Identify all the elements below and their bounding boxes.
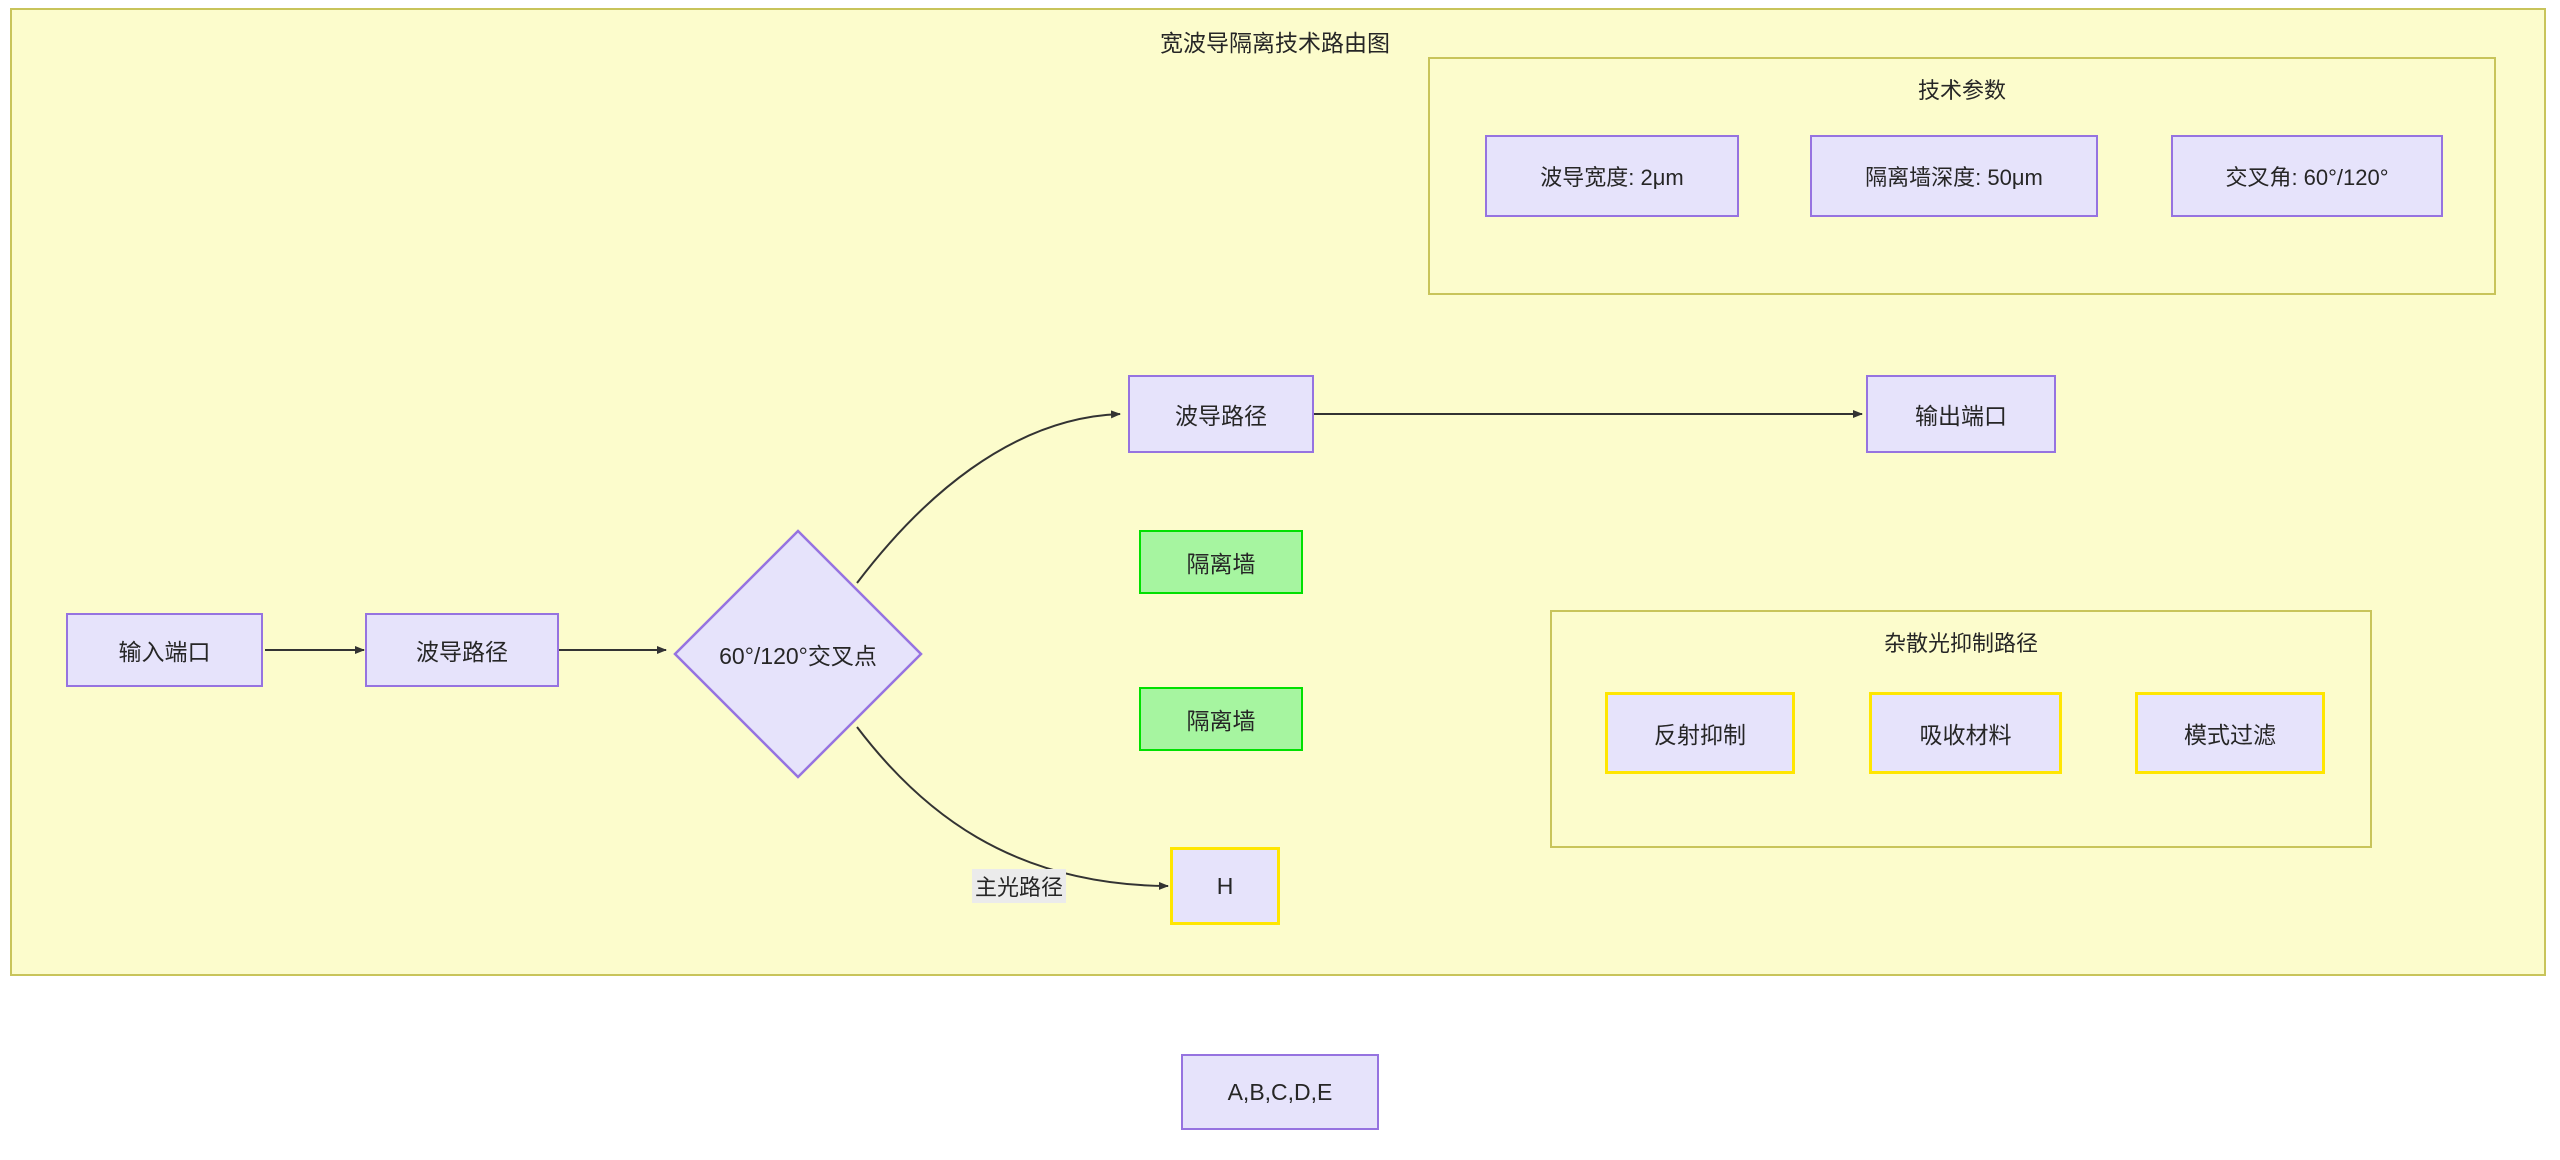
tech-param-waveguide-width[interactable]: 波导宽度: 2μm (1485, 135, 1739, 217)
node-waveguide-top-label: 波导路径 (1175, 403, 1267, 429)
tech-param-wall-depth-label: 隔离墙深度: 50μm (1865, 165, 2043, 190)
node-output-port[interactable]: 输出端口 (1866, 375, 2056, 453)
stray-light-mode-filtering[interactable]: 模式过滤 (2135, 692, 2325, 774)
tech-param-cross-angle[interactable]: 交叉角: 60°/120° (2171, 135, 2443, 217)
stray-light-absorbing-material[interactable]: 吸收材料 (1869, 692, 2062, 774)
node-legend-abcde-label: A,B,C,D,E (1227, 1078, 1333, 1105)
stray-light-reflection-suppression[interactable]: 反射抑制 (1605, 692, 1795, 774)
node-waveguide-left-label: 波导路径 (416, 639, 508, 665)
tech-param-wall-depth[interactable]: 隔离墙深度: 50μm (1810, 135, 2098, 217)
node-isolation-wall-2-label: 隔离墙 (1186, 708, 1256, 734)
edge-label-main-optical-path: 主光路径 (972, 869, 1067, 903)
node-legend-abcde[interactable]: A,B,C,D,E (1181, 1054, 1379, 1130)
node-isolation-wall-1-label: 隔离墙 (1186, 551, 1256, 577)
stray-light-title: 杂散光抑制路径 (1883, 631, 2038, 656)
stray-light-absorbing-material-label: 吸收材料 (1919, 722, 2012, 748)
node-input-port-label: 输入端口 (118, 639, 211, 665)
stray-light-mode-filtering-label: 模式过滤 (2184, 722, 2276, 748)
tech-param-cross-angle-label: 交叉角: 60°/120° (2225, 165, 2389, 190)
tech-param-waveguide-width-label: 波导宽度: 2μm (1540, 165, 1684, 190)
node-h-label: H (1216, 872, 1234, 899)
stray-light-reflection-suppression-label: 反射抑制 (1654, 722, 1746, 748)
node-isolation-wall-2[interactable]: 隔离墙 (1139, 687, 1303, 751)
diagram-title: 宽波导隔离技术路由图 (1160, 30, 1390, 56)
node-waveguide-left[interactable]: 波导路径 (365, 613, 559, 687)
node-input-port[interactable]: 输入端口 (66, 613, 263, 687)
node-output-port-label: 输出端口 (1915, 403, 2007, 429)
node-waveguide-top[interactable]: 波导路径 (1128, 375, 1314, 453)
node-crossing-point[interactable]: 60°/120°交叉点 (672, 528, 924, 780)
node-h[interactable]: H (1170, 847, 1280, 925)
diamond-shape-icon (673, 529, 923, 779)
node-crossing-point-label: 60°/120°交叉点 (719, 643, 877, 669)
node-isolation-wall-1[interactable]: 隔离墙 (1139, 530, 1303, 594)
tech-params-title: 技术参数 (1917, 78, 2006, 103)
